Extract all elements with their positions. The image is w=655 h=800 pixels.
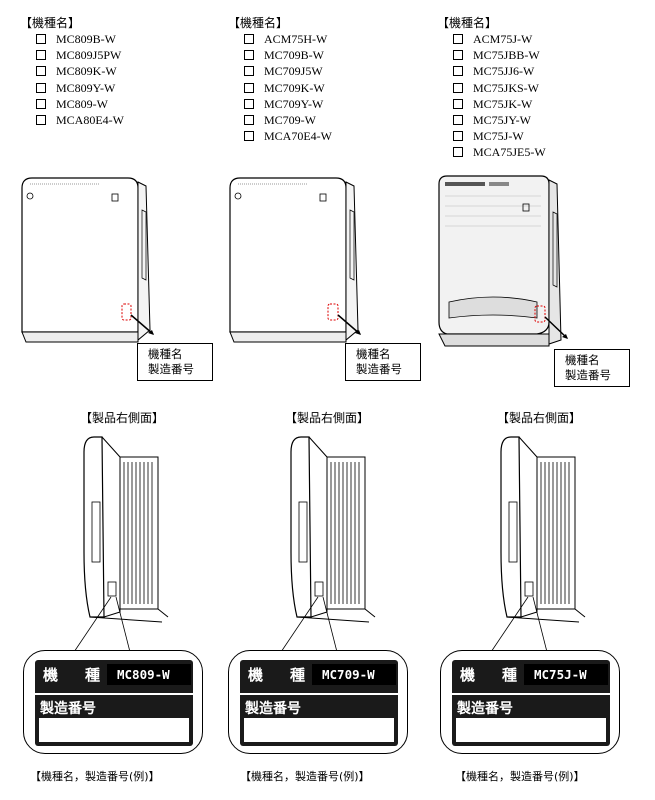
product-front-illustration	[438, 175, 568, 347]
model-list-item: MCA80E4-W	[36, 112, 124, 128]
rating-label-example: 機 種 MC709-W 製造番号	[228, 650, 408, 754]
model-list-item: MC709B-W	[244, 47, 332, 63]
model-list-item: MC809-W	[36, 96, 124, 112]
product-column-mc75j: 【機種名】 ACM75J-W MC75JBB-W MC75JJ6-W MC75J…	[437, 0, 647, 800]
checkbox[interactable]	[244, 66, 254, 77]
product-side-illustration	[280, 436, 376, 653]
model-list-item: MC809K-W	[36, 63, 124, 79]
serial-blank-field	[456, 718, 606, 742]
checkbox[interactable]	[453, 66, 463, 77]
model-list: ACM75J-W MC75JBB-W MC75JJ6-W MC75JKS-W M…	[453, 31, 546, 161]
label-model-number: MC75J-W	[524, 664, 608, 685]
model-list-item: MC75JY-W	[453, 112, 546, 128]
rating-label-example: 機 種 MC75J-W 製造番号	[440, 650, 620, 754]
model-list-item: ACM75J-W	[453, 31, 546, 47]
checkbox[interactable]	[36, 82, 46, 93]
label-ki-text: 機	[248, 666, 264, 684]
checkbox[interactable]	[453, 98, 463, 109]
model-list: ACM75H-W MC709B-W MC709J5W MC709K-W MC70…	[244, 31, 332, 144]
label-caption: 【機種名，製造番号(例)】	[30, 770, 160, 783]
product-front-illustration	[21, 177, 154, 343]
model-list: MC809B-W MC809J5PW MC809K-W MC809Y-W MC8…	[36, 31, 124, 128]
checkbox[interactable]	[244, 50, 254, 61]
model-list-item: MC809J5PW	[36, 47, 124, 63]
model-list-title: 【機種名】	[228, 16, 289, 30]
model-list-item: MC75JK-W	[453, 96, 546, 112]
label-serial-text: 製造番号	[245, 701, 301, 717]
checkbox[interactable]	[453, 147, 463, 158]
product-side-illustration	[490, 436, 586, 653]
checkbox[interactable]	[244, 131, 254, 142]
checkbox[interactable]	[36, 98, 46, 109]
model-list-item: MC709K-W	[244, 80, 332, 96]
serial-blank-field	[244, 718, 394, 742]
model-list-item: MC809B-W	[36, 31, 124, 47]
side-view-title: 【製品右側面】	[497, 411, 582, 425]
model-serial-callout: 機種名製造番号	[554, 349, 630, 387]
checkbox[interactable]	[36, 114, 46, 125]
model-list-item: MC75J-W	[453, 128, 546, 144]
checkbox[interactable]	[244, 98, 254, 109]
model-list-item: MCA70E4-W	[244, 128, 332, 144]
label-serial-text: 製造番号	[40, 701, 96, 717]
model-list-item: MC709-W	[244, 112, 332, 128]
label-serial-text: 製造番号	[457, 701, 513, 717]
label-model-number: MC809-W	[107, 664, 191, 685]
model-list-item: MC75JKS-W	[453, 80, 546, 96]
model-list-item: ACM75H-W	[244, 31, 332, 47]
checkbox[interactable]	[36, 50, 46, 61]
label-shu-text: 種	[290, 666, 306, 684]
serial-blank-field	[39, 718, 189, 742]
rating-label-example: 機 種 MC809-W 製造番号	[23, 650, 203, 754]
model-serial-callout: 機種名製造番号	[137, 343, 213, 381]
product-column-mc709: 【機種名】 ACM75H-W MC709B-W MC709J5W MC709K-…	[228, 0, 438, 800]
checkbox[interactable]	[36, 34, 46, 44]
product-column-mc809: 【機種名】 MC809B-W MC809J5PW MC809K-W MC809Y…	[20, 0, 230, 800]
model-list-item: MC809Y-W	[36, 80, 124, 96]
checkbox[interactable]	[453, 82, 463, 93]
checkbox[interactable]	[453, 50, 463, 61]
side-view-title: 【製品右側面】	[285, 411, 370, 425]
side-view-title: 【製品右側面】	[80, 411, 165, 425]
label-shu-text: 種	[502, 666, 518, 684]
checkbox[interactable]	[453, 34, 463, 44]
model-serial-callout: 機種名製造番号	[345, 343, 421, 381]
model-list-item: MC709J5W	[244, 63, 332, 79]
checkbox[interactable]	[244, 34, 254, 44]
model-list-title: 【機種名】	[437, 16, 498, 30]
checkbox[interactable]	[453, 114, 463, 125]
checkbox[interactable]	[36, 66, 46, 77]
label-ki-text: 機	[460, 666, 476, 684]
model-list-item: MC709Y-W	[244, 96, 332, 112]
checkbox[interactable]	[244, 82, 254, 93]
label-ki-text: 機	[43, 666, 59, 684]
label-caption: 【機種名，製造番号(例)】	[240, 770, 370, 783]
checkbox[interactable]	[453, 131, 463, 142]
model-list-title: 【機種名】	[20, 16, 81, 30]
checkbox[interactable]	[244, 114, 254, 125]
label-shu-text: 種	[85, 666, 101, 684]
model-list-item: MC75JJ6-W	[453, 63, 546, 79]
label-caption: 【機種名，製造番号(例)】	[455, 770, 585, 783]
model-list-item: MCA75JE5-W	[453, 144, 546, 160]
product-side-illustration	[73, 436, 169, 653]
label-model-number: MC709-W	[312, 664, 396, 685]
product-front-illustration	[229, 177, 361, 343]
model-list-item: MC75JBB-W	[453, 47, 546, 63]
